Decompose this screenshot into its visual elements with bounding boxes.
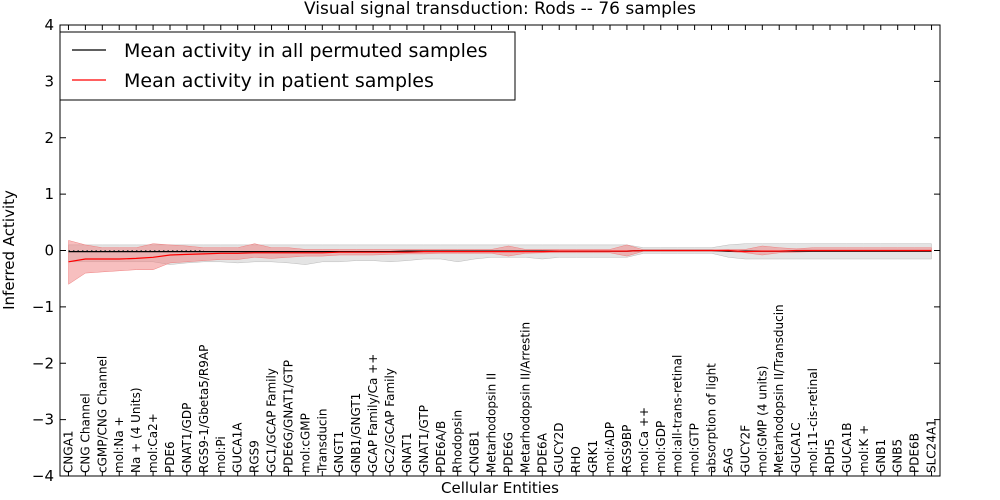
x-tick-label: mol:all-trans-retinal	[671, 355, 685, 473]
x-tick-label: mol:GDP	[654, 421, 668, 473]
x-tick-label: mol:Pi	[214, 436, 228, 473]
x-tick-label: GC2/GCAP Family	[383, 368, 397, 473]
x-tick-label: CNGA1	[62, 431, 76, 474]
x-tick-label: mol:GTP	[688, 423, 702, 473]
x-tick-label: mol:Ca2+	[146, 413, 160, 473]
y-tick-label: 4	[44, 16, 54, 34]
legend-box	[59, 31, 516, 101]
plot-area	[59, 24, 941, 477]
x-tick-label: Metarhodopsin II/Transducin	[772, 304, 786, 473]
legend-label-patient: Mean activity in patient samples	[124, 70, 434, 92]
x-tick-label: GNB1/GNGT1	[349, 393, 363, 473]
x-axis-label: Cellular Entities	[441, 479, 559, 497]
x-tick-label: Metarhodopsin II/Arrestin	[518, 322, 532, 473]
y-axis-label: Inferred Activity	[0, 190, 18, 310]
x-tick-label: GUCA1A	[231, 422, 245, 473]
x-tick-label: PDE6A	[535, 432, 549, 473]
x-tick-label: RHO	[569, 446, 583, 473]
series-lines	[68, 249, 932, 263]
y-tick-label: 1	[44, 185, 54, 203]
x-tick-label: PDE6B	[908, 433, 922, 473]
x-tick-label: Na + (4 Units)	[129, 387, 143, 473]
chart-title: Visual signal transduction: Rods -- 76 s…	[304, 0, 696, 19]
x-tick-label: mol:ADP	[603, 422, 617, 473]
y-tick-label: −1	[32, 298, 54, 316]
x-tick-label: mol:Ca ++	[637, 407, 651, 473]
y-axis: −4 −3 −2 −1 0 1 2 3 4	[32, 16, 940, 485]
x-tick-label: Metarhodopsin II	[485, 373, 499, 473]
x-tick-label: RDH5	[823, 439, 837, 473]
legend-label-permuted: Mean activity in all permuted samples	[124, 40, 487, 62]
y-tick-label: −4	[32, 467, 54, 485]
x-tick-label: cGMP/CNG Channel	[95, 356, 109, 473]
x-tick-label: PDE6A/B	[434, 421, 448, 473]
x-tick-label: mol:11-cis-retinal	[806, 368, 820, 473]
x-tick-label: GNAT1/GDP	[180, 403, 194, 473]
x-tick-label: GNAT1/GTP	[417, 405, 431, 473]
x-tick-label: GNB5	[891, 439, 905, 473]
x-tick-label: GC1/GCAP Family	[265, 368, 279, 473]
x-tick-label: CNGB1	[468, 430, 482, 473]
x-tick-label: Transducin	[315, 409, 329, 474]
x-tick-label: GRK1	[586, 440, 600, 473]
x-tick-label: GUCY2F	[738, 425, 752, 473]
x-tick-label: absorption of light	[705, 363, 719, 473]
x-tick-label: Rhodopsin	[451, 410, 465, 473]
x-tick-label: PDE6G/GNAT1/GTP	[282, 360, 296, 473]
x-tick-label: PDE6	[163, 441, 177, 473]
confidence-bands	[68, 240, 932, 285]
x-tick-label: RGS9	[248, 440, 262, 473]
x-tick-label: GUCA1C	[789, 422, 803, 473]
x-tick-label: GNGT1	[332, 431, 346, 473]
x-tick-label: GUCA1B	[840, 422, 854, 473]
y-tick-label: 3	[44, 72, 54, 90]
x-tick-label: SAG	[722, 448, 736, 473]
x-tick-label: CNG Channel	[78, 393, 92, 473]
x-tick-label: GCAP Family/Ca ++	[366, 354, 380, 473]
y-tick-label: 2	[44, 129, 54, 147]
y-tick-label: −3	[32, 411, 54, 429]
x-tick-label: RGS9-1/Gbeta5/R9AP	[197, 345, 211, 473]
x-tick-label: RGS9BP	[620, 425, 634, 473]
x-tick-label: mol:cGMP	[298, 413, 312, 473]
x-tick-label: GUCY2D	[552, 423, 566, 473]
x-tick-label: GNB1	[874, 439, 888, 473]
x-tick-label: PDE6G	[502, 432, 516, 473]
x-tick-label: mol:Na +	[112, 416, 126, 473]
x-tick-label: mol:GMP (4 units)	[755, 366, 769, 473]
y-tick-label: 0	[44, 242, 54, 260]
x-tick-label: GNAT1	[400, 432, 414, 473]
series-line-patient	[68, 249, 932, 263]
x-tick-label: mol:K +	[857, 425, 871, 473]
legend: Mean activity in all permuted samples Me…	[59, 31, 516, 101]
x-tick-label: SLC24A1	[925, 419, 939, 473]
y-tick-label: −2	[32, 354, 54, 372]
